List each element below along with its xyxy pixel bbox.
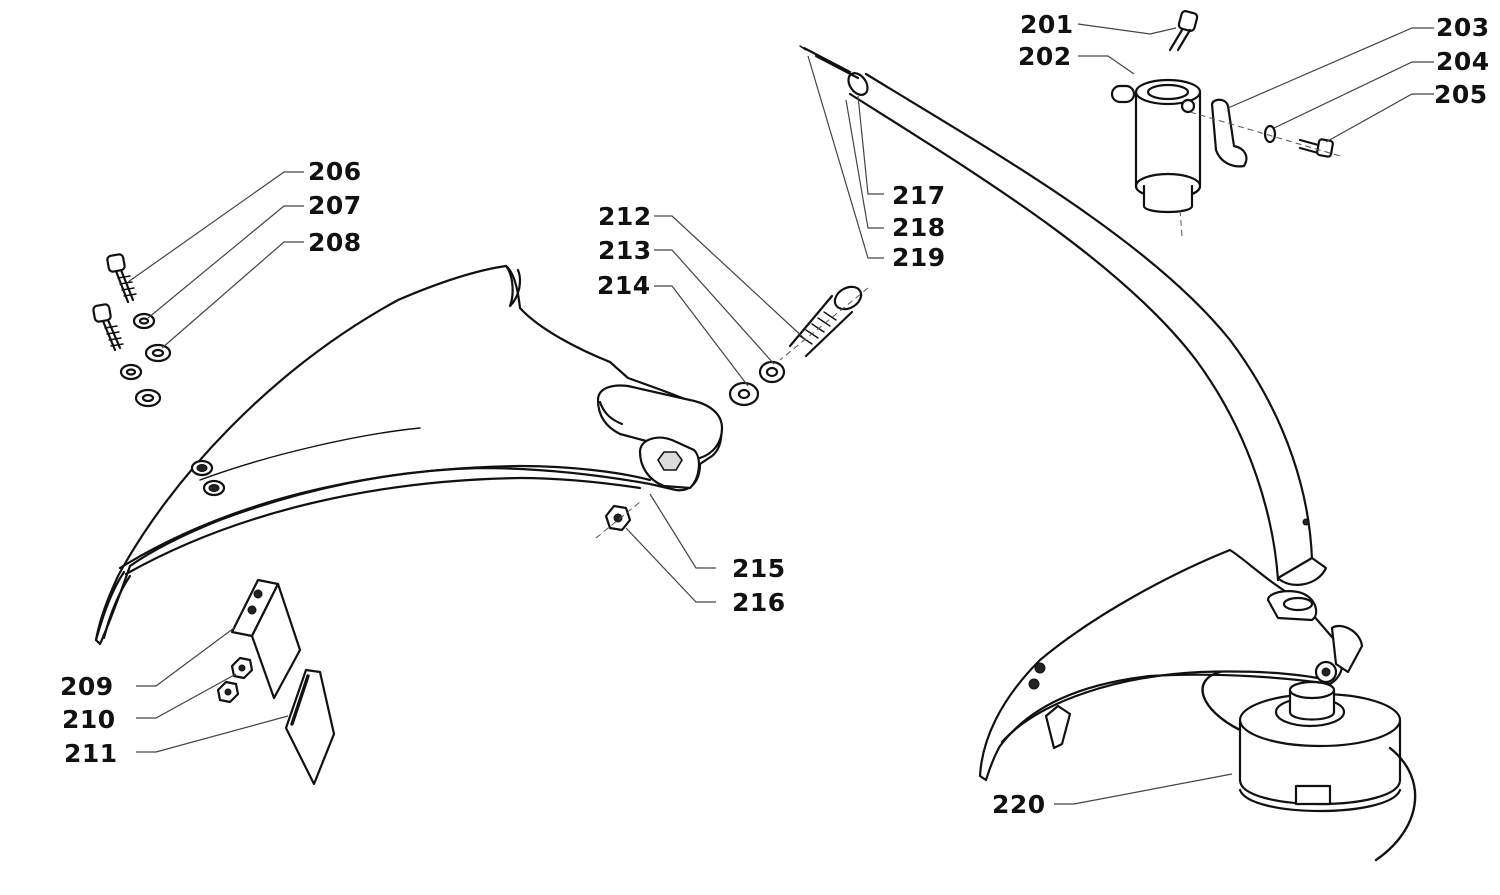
screw-206-b bbox=[92, 303, 124, 352]
washer-204 bbox=[1263, 124, 1277, 144]
label-213: 213 bbox=[598, 236, 652, 265]
clip-203 bbox=[1210, 98, 1248, 168]
label-203: 203 bbox=[1436, 13, 1490, 42]
label-207: 207 bbox=[308, 191, 362, 220]
nut-216 bbox=[595, 501, 641, 539]
label-204: 204 bbox=[1436, 47, 1490, 76]
bolt-212 bbox=[779, 285, 869, 361]
label-215: 215 bbox=[732, 554, 786, 583]
washers-213-214 bbox=[728, 360, 786, 407]
screw-205 bbox=[1189, 111, 1341, 158]
label-205: 205 bbox=[1434, 80, 1488, 109]
label-218: 218 bbox=[892, 213, 946, 242]
label-217: 217 bbox=[892, 181, 946, 210]
leader-lines bbox=[127, 23, 1434, 805]
blade-211 bbox=[284, 668, 336, 786]
coupling-202 bbox=[1110, 78, 1202, 237]
label-206: 206 bbox=[308, 157, 362, 186]
nuts-210 bbox=[216, 656, 254, 704]
assembled-head bbox=[978, 548, 1417, 862]
label-209: 209 bbox=[60, 672, 114, 701]
washers-207-208 bbox=[119, 312, 172, 408]
label-202: 202 bbox=[1018, 42, 1072, 71]
screw-206 bbox=[106, 253, 137, 304]
label-208: 208 bbox=[308, 228, 362, 257]
label-216: 216 bbox=[732, 588, 786, 617]
label-214: 214 bbox=[597, 271, 651, 300]
part-labels: 201 202 203 204 205 206 207 208 209 210 … bbox=[60, 10, 1490, 819]
label-210: 210 bbox=[62, 705, 116, 734]
label-220: 220 bbox=[992, 790, 1046, 819]
guard-large bbox=[94, 264, 724, 646]
label-211: 211 bbox=[64, 739, 118, 768]
screw-201 bbox=[1168, 10, 1199, 52]
label-212: 212 bbox=[598, 202, 652, 231]
label-219: 219 bbox=[892, 243, 946, 272]
blade-holder-209 bbox=[230, 578, 302, 700]
drive-shaft bbox=[799, 45, 1328, 586]
label-201: 201 bbox=[1020, 10, 1074, 39]
